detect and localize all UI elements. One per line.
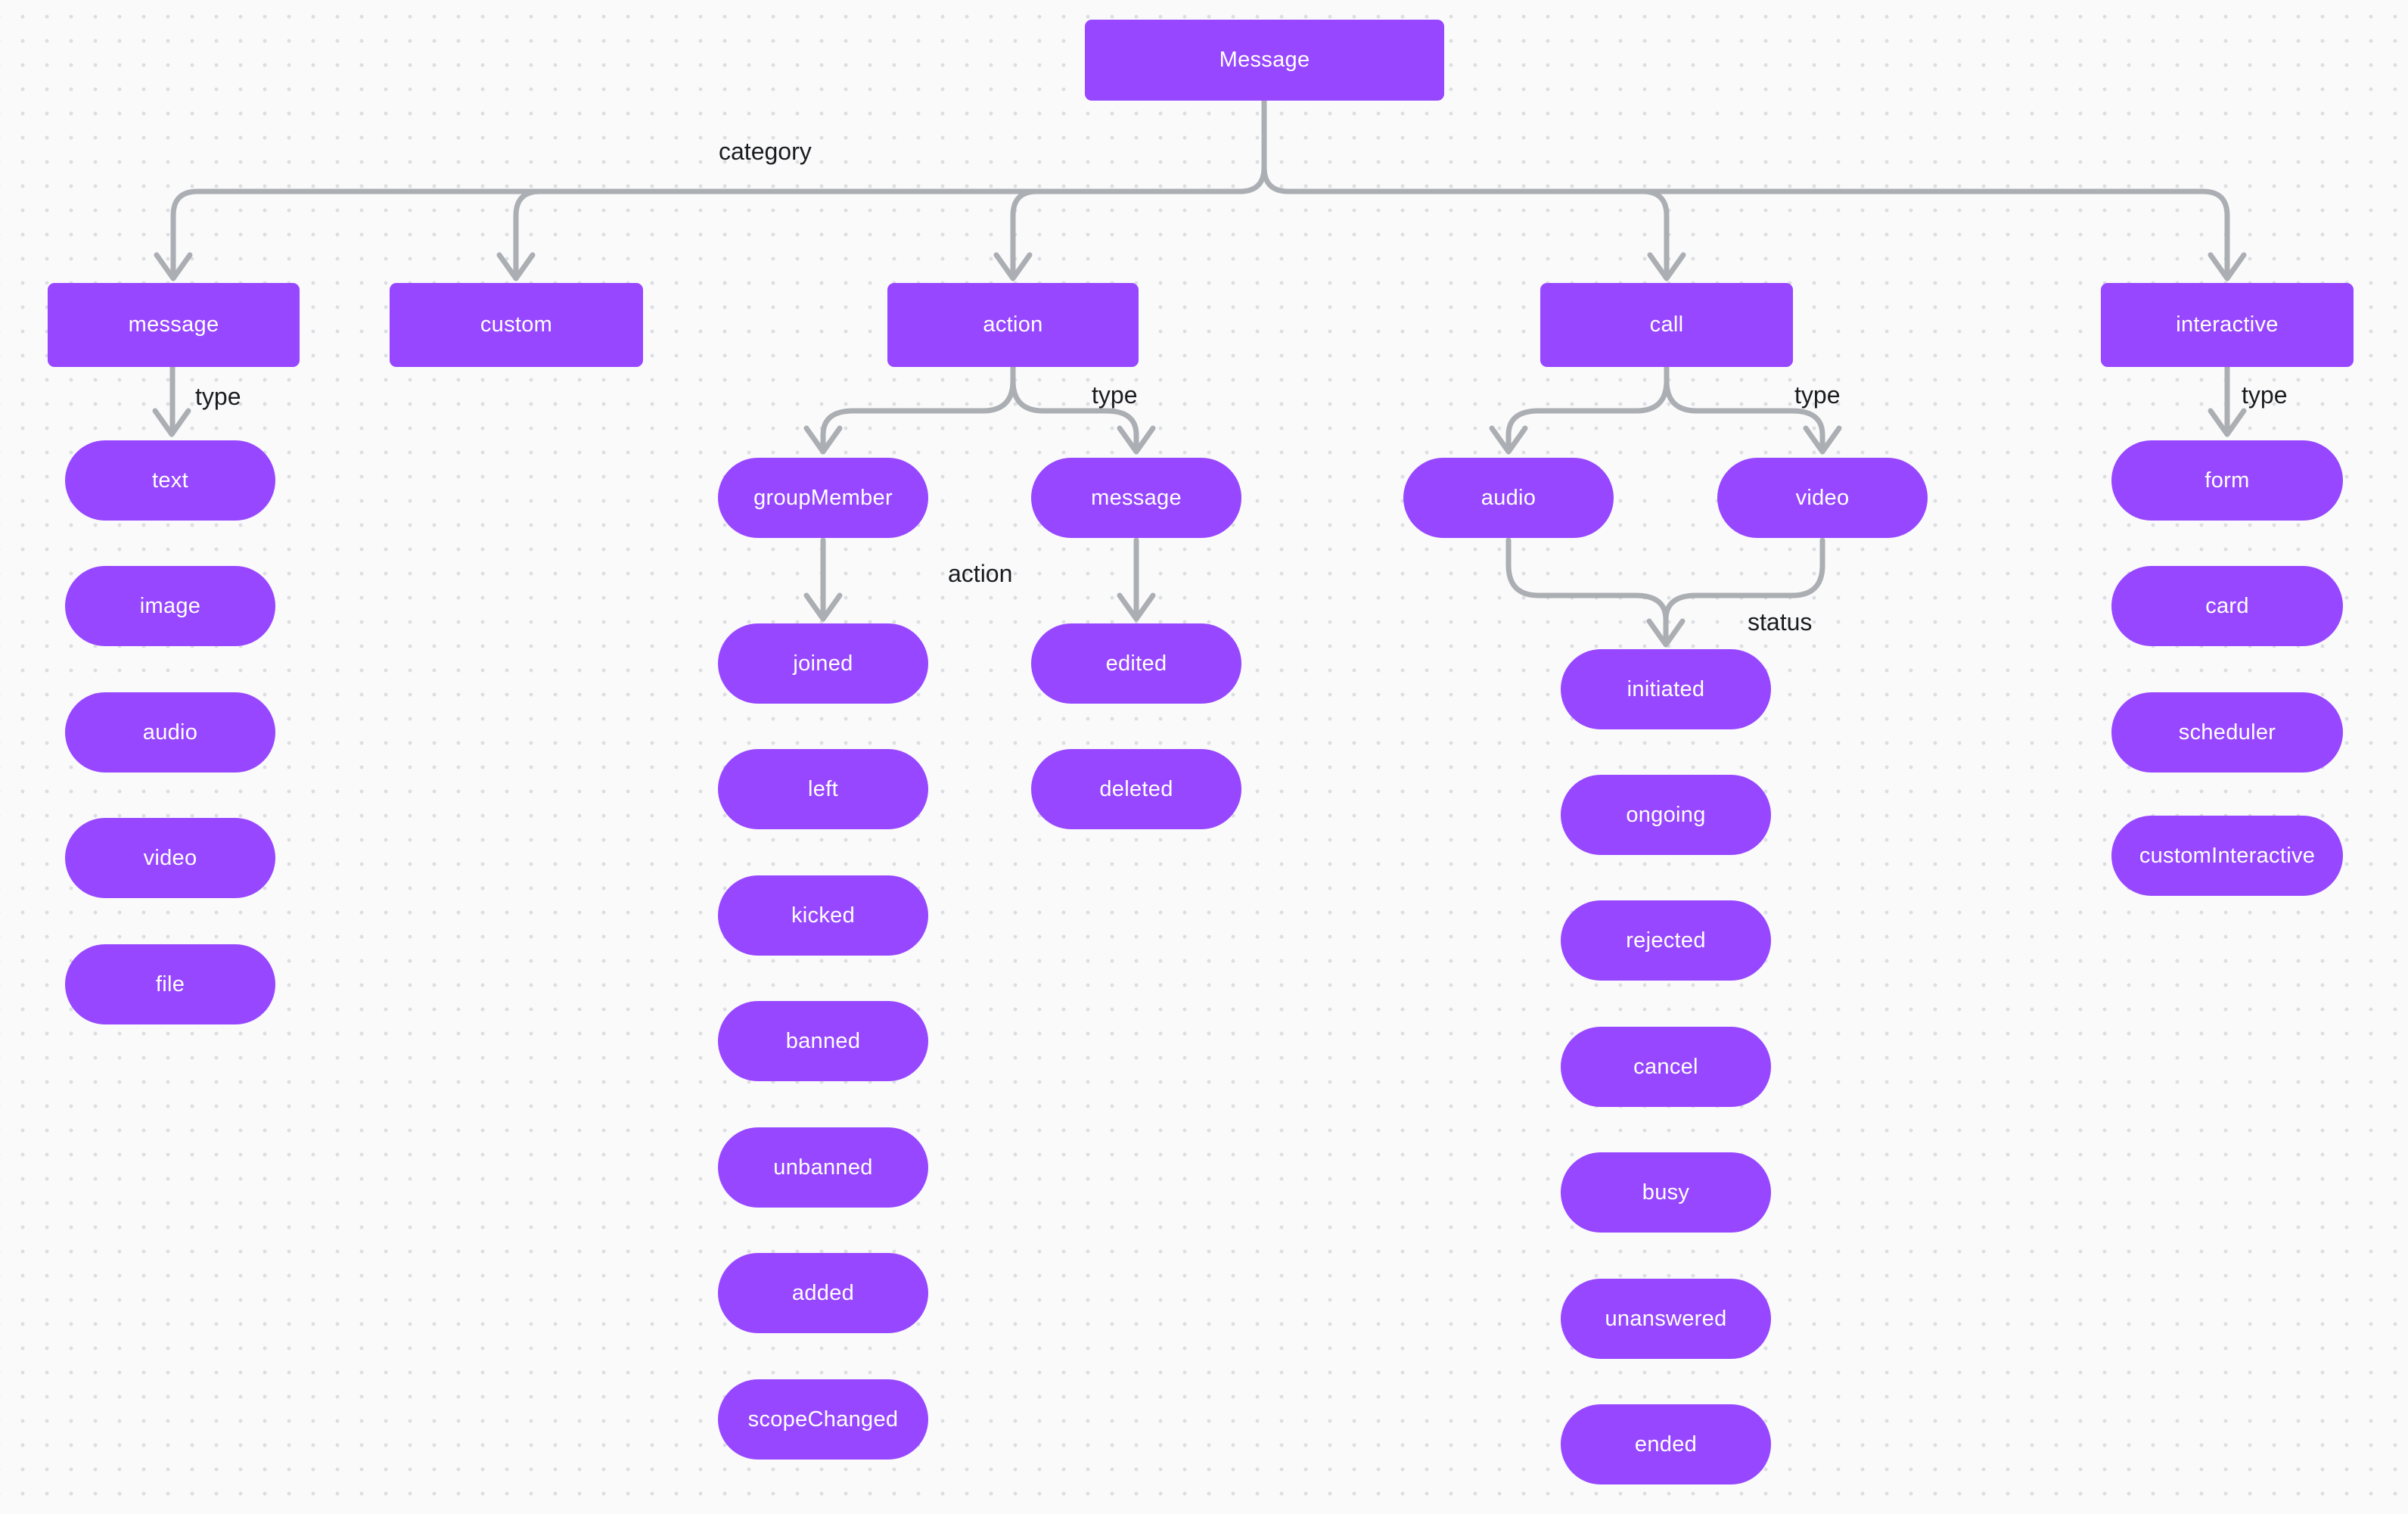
node-status-ongoing[interactable]: ongoing: [1561, 775, 1771, 855]
edge-label-status: status: [1748, 608, 1813, 636]
node-interactive-card[interactable]: card: [2111, 566, 2343, 646]
node-type-groupmember[interactable]: groupMember: [718, 458, 928, 538]
edge-label-action: action: [948, 560, 1013, 587]
arrowhead-joined: [803, 592, 843, 622]
node-action-added[interactable]: added: [718, 1253, 928, 1333]
node-status-ended[interactable]: ended: [1561, 1404, 1771, 1484]
node-message-root[interactable]: Message: [1085, 20, 1444, 101]
node-type-action-message[interactable]: message: [1031, 458, 1241, 538]
node-category-action[interactable]: action: [887, 283, 1139, 367]
arrowhead-groupmember: [803, 425, 843, 455]
node-action-joined[interactable]: joined: [718, 623, 928, 704]
node-action-banned[interactable]: banned: [718, 1001, 928, 1081]
connector-drop-custom: [513, 188, 543, 278]
node-status-initiated[interactable]: initiated: [1561, 649, 1771, 729]
connector-root-to-interactive: [1261, 98, 2230, 278]
node-type-image[interactable]: image: [65, 566, 275, 646]
edge-label-category: category: [719, 138, 812, 165]
node-status-cancel[interactable]: cancel: [1561, 1027, 1771, 1107]
node-interactive-scheduler[interactable]: scheduler: [2111, 692, 2343, 773]
arrowhead-edited: [1117, 592, 1156, 622]
node-action-deleted[interactable]: deleted: [1031, 749, 1241, 829]
arrowhead-interactive: [2208, 252, 2247, 281]
node-type-file[interactable]: file: [65, 944, 275, 1024]
edge-label-type-interactive: type: [2242, 381, 2288, 409]
connector-audio-to-initiated: [1505, 537, 1669, 643]
arrowhead-callvideo: [1803, 425, 1842, 455]
node-action-left[interactable]: left: [718, 749, 928, 829]
node-call-video[interactable]: video: [1717, 458, 1928, 538]
node-interactive-form[interactable]: form: [2111, 440, 2343, 521]
node-status-busy[interactable]: busy: [1561, 1152, 1771, 1233]
node-type-audio[interactable]: audio: [65, 692, 275, 773]
arrowhead-form: [2208, 408, 2247, 437]
arrowhead-message: [154, 252, 193, 281]
node-action-edited[interactable]: edited: [1031, 623, 1241, 704]
connector-action-to-groupmember: [820, 364, 1016, 450]
connector-root-to-message: [170, 98, 1267, 278]
node-call-audio[interactable]: audio: [1403, 458, 1614, 538]
node-status-unanswered[interactable]: unanswered: [1561, 1279, 1771, 1359]
arrowhead-text: [152, 408, 191, 437]
arrowhead-callaudio: [1489, 425, 1528, 455]
connector-call-to-audio: [1505, 364, 1670, 450]
edge-label-type-action: type: [1092, 381, 1138, 409]
arrowhead-custom: [496, 252, 536, 281]
node-category-interactive[interactable]: interactive: [2101, 283, 2354, 367]
node-action-scopechanged[interactable]: scopeChanged: [718, 1379, 928, 1460]
node-action-kicked[interactable]: kicked: [718, 875, 928, 956]
node-status-rejected[interactable]: rejected: [1561, 900, 1771, 981]
edge-label-type-message: type: [195, 383, 241, 410]
node-action-unbanned[interactable]: unbanned: [718, 1127, 928, 1208]
edge-label-type-call: type: [1794, 381, 1841, 409]
node-category-message[interactable]: message: [48, 283, 300, 367]
connector-drop-call: [1639, 188, 1670, 278]
arrowhead-initiated: [1646, 618, 1686, 648]
connector-drop-action: [1010, 188, 1040, 278]
node-type-video[interactable]: video: [65, 818, 275, 898]
node-category-custom[interactable]: custom: [390, 283, 643, 367]
arrowhead-actionmessage: [1117, 425, 1156, 455]
node-type-text[interactable]: text: [65, 440, 275, 521]
arrowhead-action: [993, 252, 1033, 281]
node-interactive-custominteractive[interactable]: customInteractive: [2111, 816, 2343, 896]
node-category-call[interactable]: call: [1540, 283, 1793, 367]
arrowhead-call: [1647, 252, 1686, 281]
